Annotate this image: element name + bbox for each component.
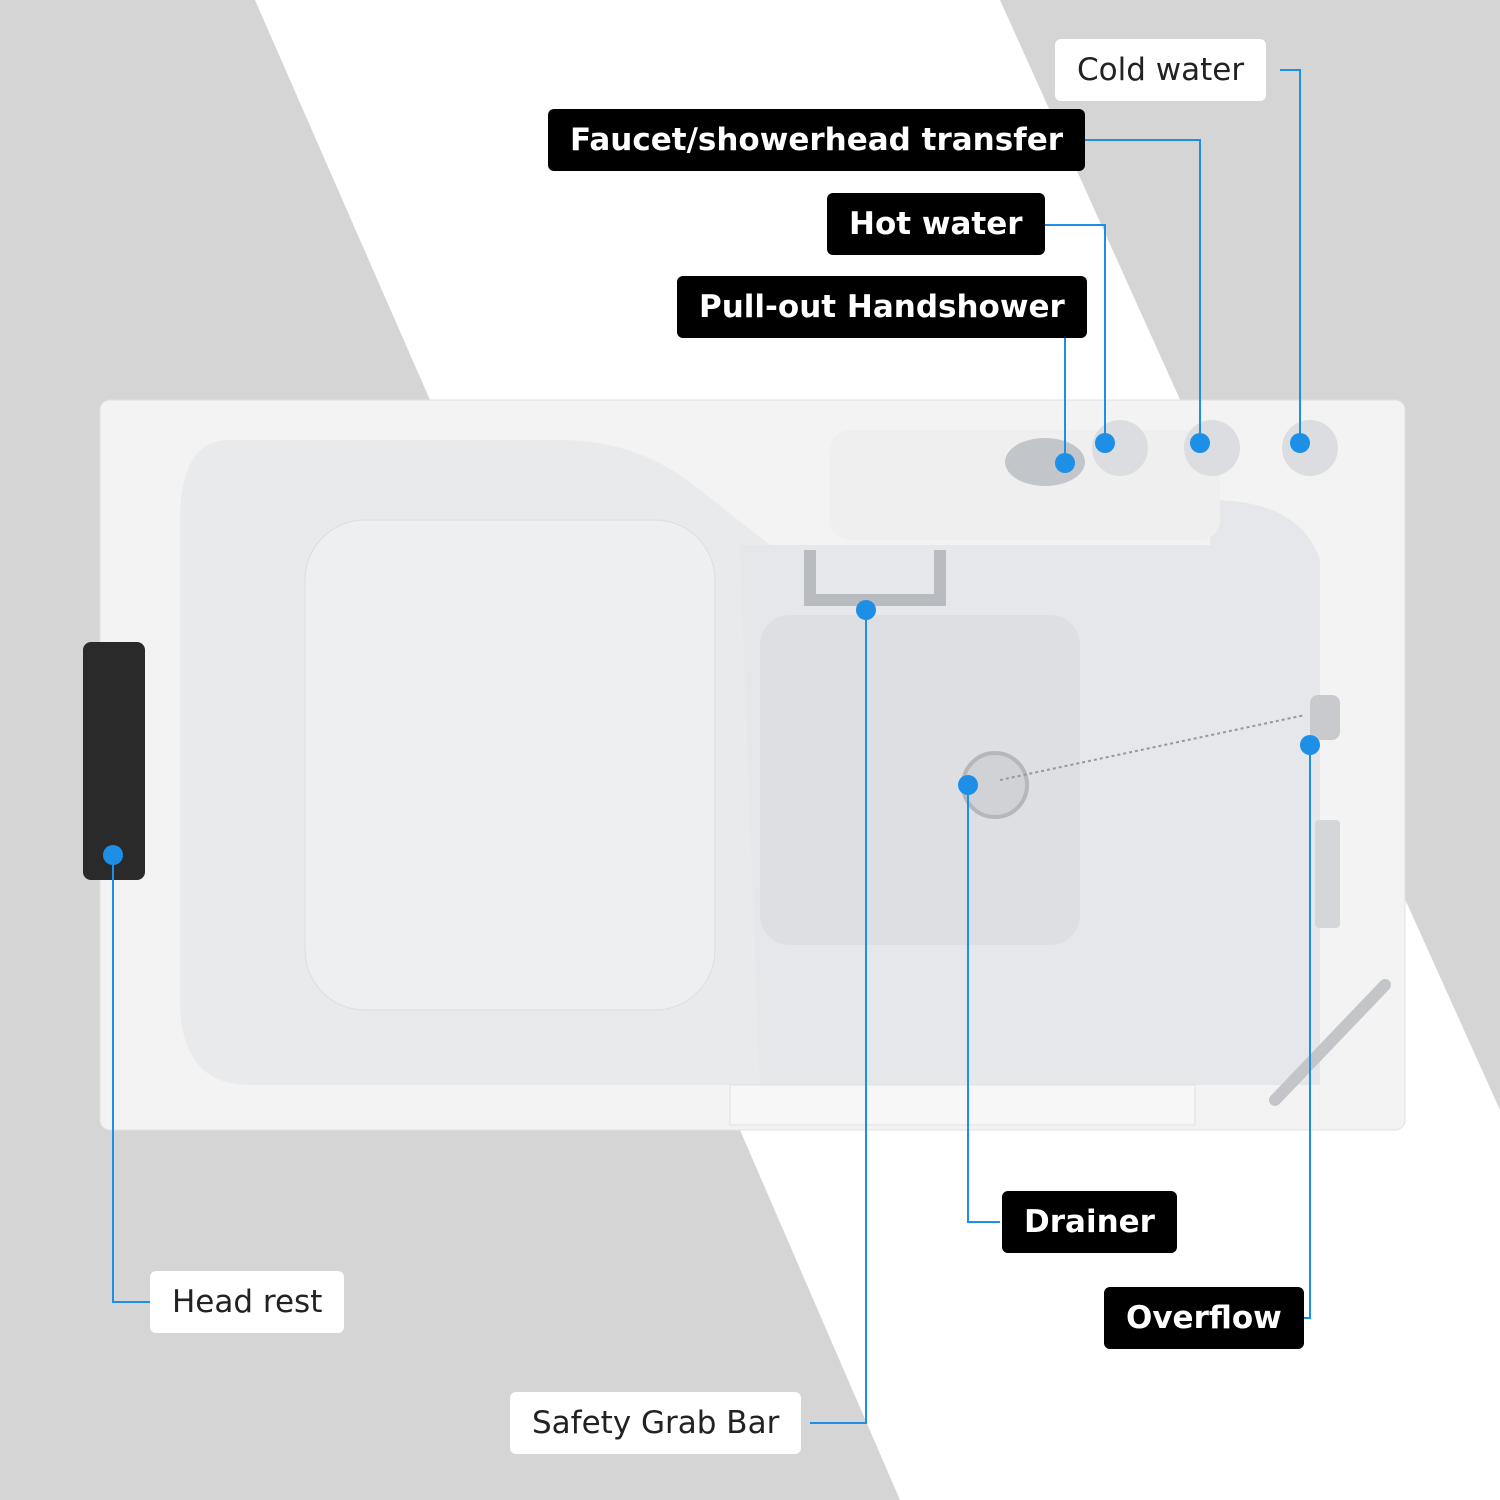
drain-chain xyxy=(999,714,1306,781)
label-grab-bar: Safety Grab Bar xyxy=(510,1392,802,1454)
label-handshower: Pull-out Handshower xyxy=(677,276,1087,338)
overflow-icon xyxy=(1310,695,1340,740)
marker-dots xyxy=(103,433,1320,865)
label-hot-water: Hot water xyxy=(827,193,1045,255)
leader-lines xyxy=(112,69,1311,1424)
door xyxy=(729,1084,1196,1126)
label-head-rest: Head rest xyxy=(150,1271,345,1333)
headrest-pad xyxy=(83,642,145,880)
grab-bar-icon xyxy=(804,550,946,606)
anti-slip-mat xyxy=(760,615,1080,945)
label-drainer: Drainer xyxy=(1002,1191,1177,1253)
seat xyxy=(304,519,716,1011)
label-faucet-transfer: Faucet/showerhead transfer xyxy=(548,109,1086,171)
label-overflow: Overflow xyxy=(1104,1287,1304,1349)
cold-knob-icon xyxy=(1282,420,1338,476)
side-grab-bar-icon xyxy=(1269,979,1391,1106)
door-handle-icon xyxy=(1315,820,1340,928)
label-cold-water: Cold water xyxy=(1055,39,1267,101)
